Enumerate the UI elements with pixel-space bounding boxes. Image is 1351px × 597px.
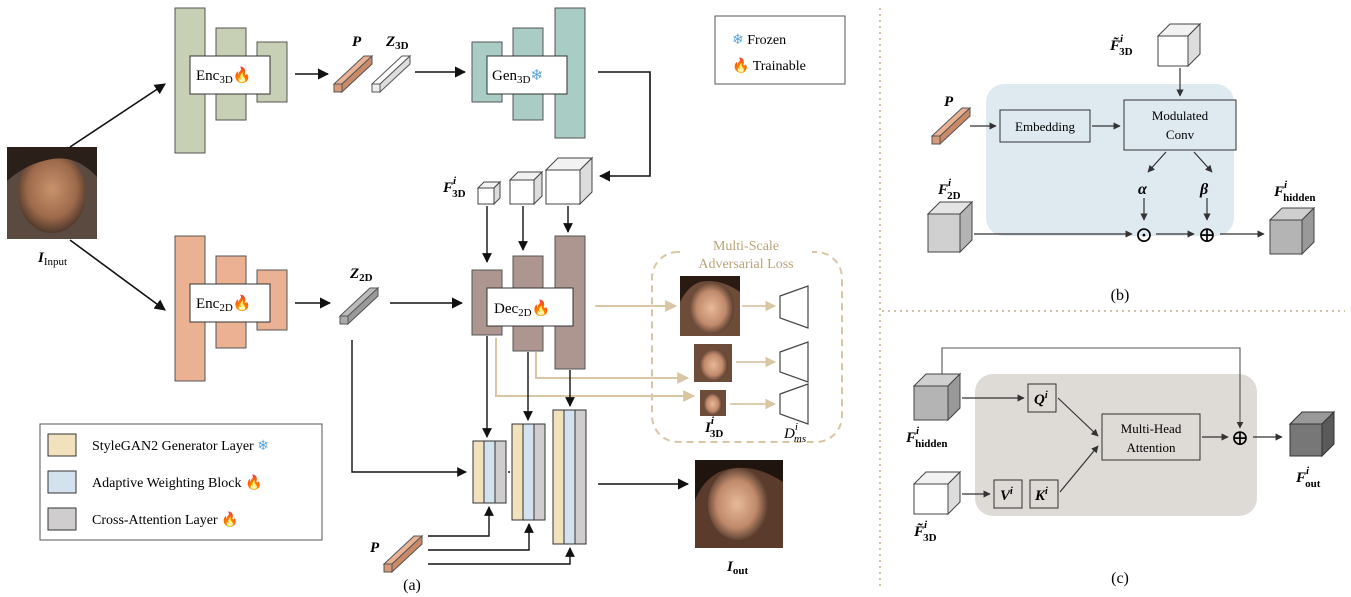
alpha-label: α	[1138, 181, 1148, 198]
multiscale-loss-box: Multi-Scale Adversarial Loss	[652, 234, 842, 442]
p-vector-b	[932, 108, 970, 144]
layer-stack-2	[512, 424, 545, 520]
legend-cross: Cross-Attention Layer	[92, 513, 218, 528]
gen3d-block: Gen3D❄	[472, 8, 585, 138]
legend-top: ❄ Frozen 🔥 Trainable	[715, 16, 845, 84]
p-label-bottom: P	[370, 540, 380, 556]
legend-bottom: StyleGAN2 Generator Layer ❄ Adaptive Wei…	[40, 424, 322, 540]
arrow-input-to-enc3d	[70, 84, 165, 147]
svg-text:StyleGAN2 Generator Layer ❄: StyleGAN2 Generator Layer ❄	[92, 439, 269, 454]
caption-a: (a)	[403, 577, 421, 594]
output-image	[695, 460, 783, 548]
f2d-cube	[928, 202, 972, 252]
svg-text:Adaptive Weighting Block 🔥: Adaptive Weighting Block 🔥	[92, 474, 262, 491]
layer-stack-1	[473, 441, 506, 503]
legend-frozen: Frozen	[747, 33, 786, 48]
loss-title-line1: Multi-Scale	[713, 239, 779, 254]
enc3d-block: Enc3D🔥	[175, 8, 287, 153]
beta-label: β	[1199, 181, 1209, 198]
z2d-label: Z2D	[349, 266, 373, 284]
loss-title-line2: Adversarial Loss	[698, 257, 793, 272]
svg-text:Cross-Attention Layer 🔥: Cross-Attention Layer 🔥	[92, 511, 239, 528]
legend-adaptive: Adaptive Weighting Block	[92, 476, 241, 491]
dec2d-block: Dec2D🔥	[472, 236, 585, 369]
p-label-b: P	[944, 94, 954, 110]
legend-trainable: Trainable	[753, 59, 806, 74]
p-vector-top	[334, 56, 372, 92]
oplus-operator-c: ⊕	[1231, 425, 1249, 450]
p-label-top: P	[352, 34, 362, 50]
layer-stack-3	[553, 410, 586, 544]
z2d-vector	[340, 288, 378, 324]
caption-c: (c)	[1111, 570, 1129, 587]
modconv-label-2: Conv	[1166, 127, 1195, 142]
discriminator-1	[780, 286, 808, 328]
fout-cube	[1290, 412, 1334, 456]
f3d-tilde-cube-b	[1158, 24, 1200, 66]
f3d-cubes	[478, 158, 592, 204]
modconv-label-1: Modulated	[1152, 108, 1209, 123]
arrow-gen3d-to-features	[598, 72, 650, 176]
mha-label-2: Attention	[1126, 440, 1176, 455]
embedding-label: Embedding	[1015, 119, 1075, 134]
z3d-label: Z3D	[385, 34, 409, 52]
arrow-input-to-enc2d	[70, 240, 165, 310]
iout-label: Iout	[726, 559, 748, 577]
discriminator-2	[780, 342, 808, 382]
odot-operator: ⊙	[1135, 222, 1153, 247]
i3d-image-small	[700, 390, 726, 416]
svg-text:❄ Frozen: ❄ Frozen	[732, 33, 786, 48]
fhidden-cube-b	[1270, 208, 1314, 254]
svg-text:🔥 Trainable: 🔥 Trainable	[732, 57, 806, 74]
f3d-tilde-cube-c	[914, 472, 960, 514]
enc2d-block: Enc2D🔥	[175, 236, 287, 381]
discriminator-3	[780, 384, 808, 424]
input-image	[7, 147, 97, 239]
i3d-image-large	[680, 276, 740, 336]
mha-label-1: Multi-Head	[1121, 421, 1182, 436]
z3d-vector	[372, 56, 410, 92]
arrow-p-to-stack2	[428, 524, 529, 550]
caption-b: (b)	[1111, 287, 1130, 304]
i3d-image-medium	[694, 344, 732, 382]
arrow-p-to-stack1	[428, 507, 489, 536]
fhidden-cube-c	[914, 374, 960, 420]
input-label: IInput	[37, 250, 67, 268]
p-vector-bottom	[384, 536, 422, 572]
legend-stylegan: StyleGAN2 Generator Layer	[92, 439, 254, 454]
arrow-z2d-to-layers	[352, 340, 466, 472]
oplus-operator-b: ⊕	[1198, 222, 1216, 247]
